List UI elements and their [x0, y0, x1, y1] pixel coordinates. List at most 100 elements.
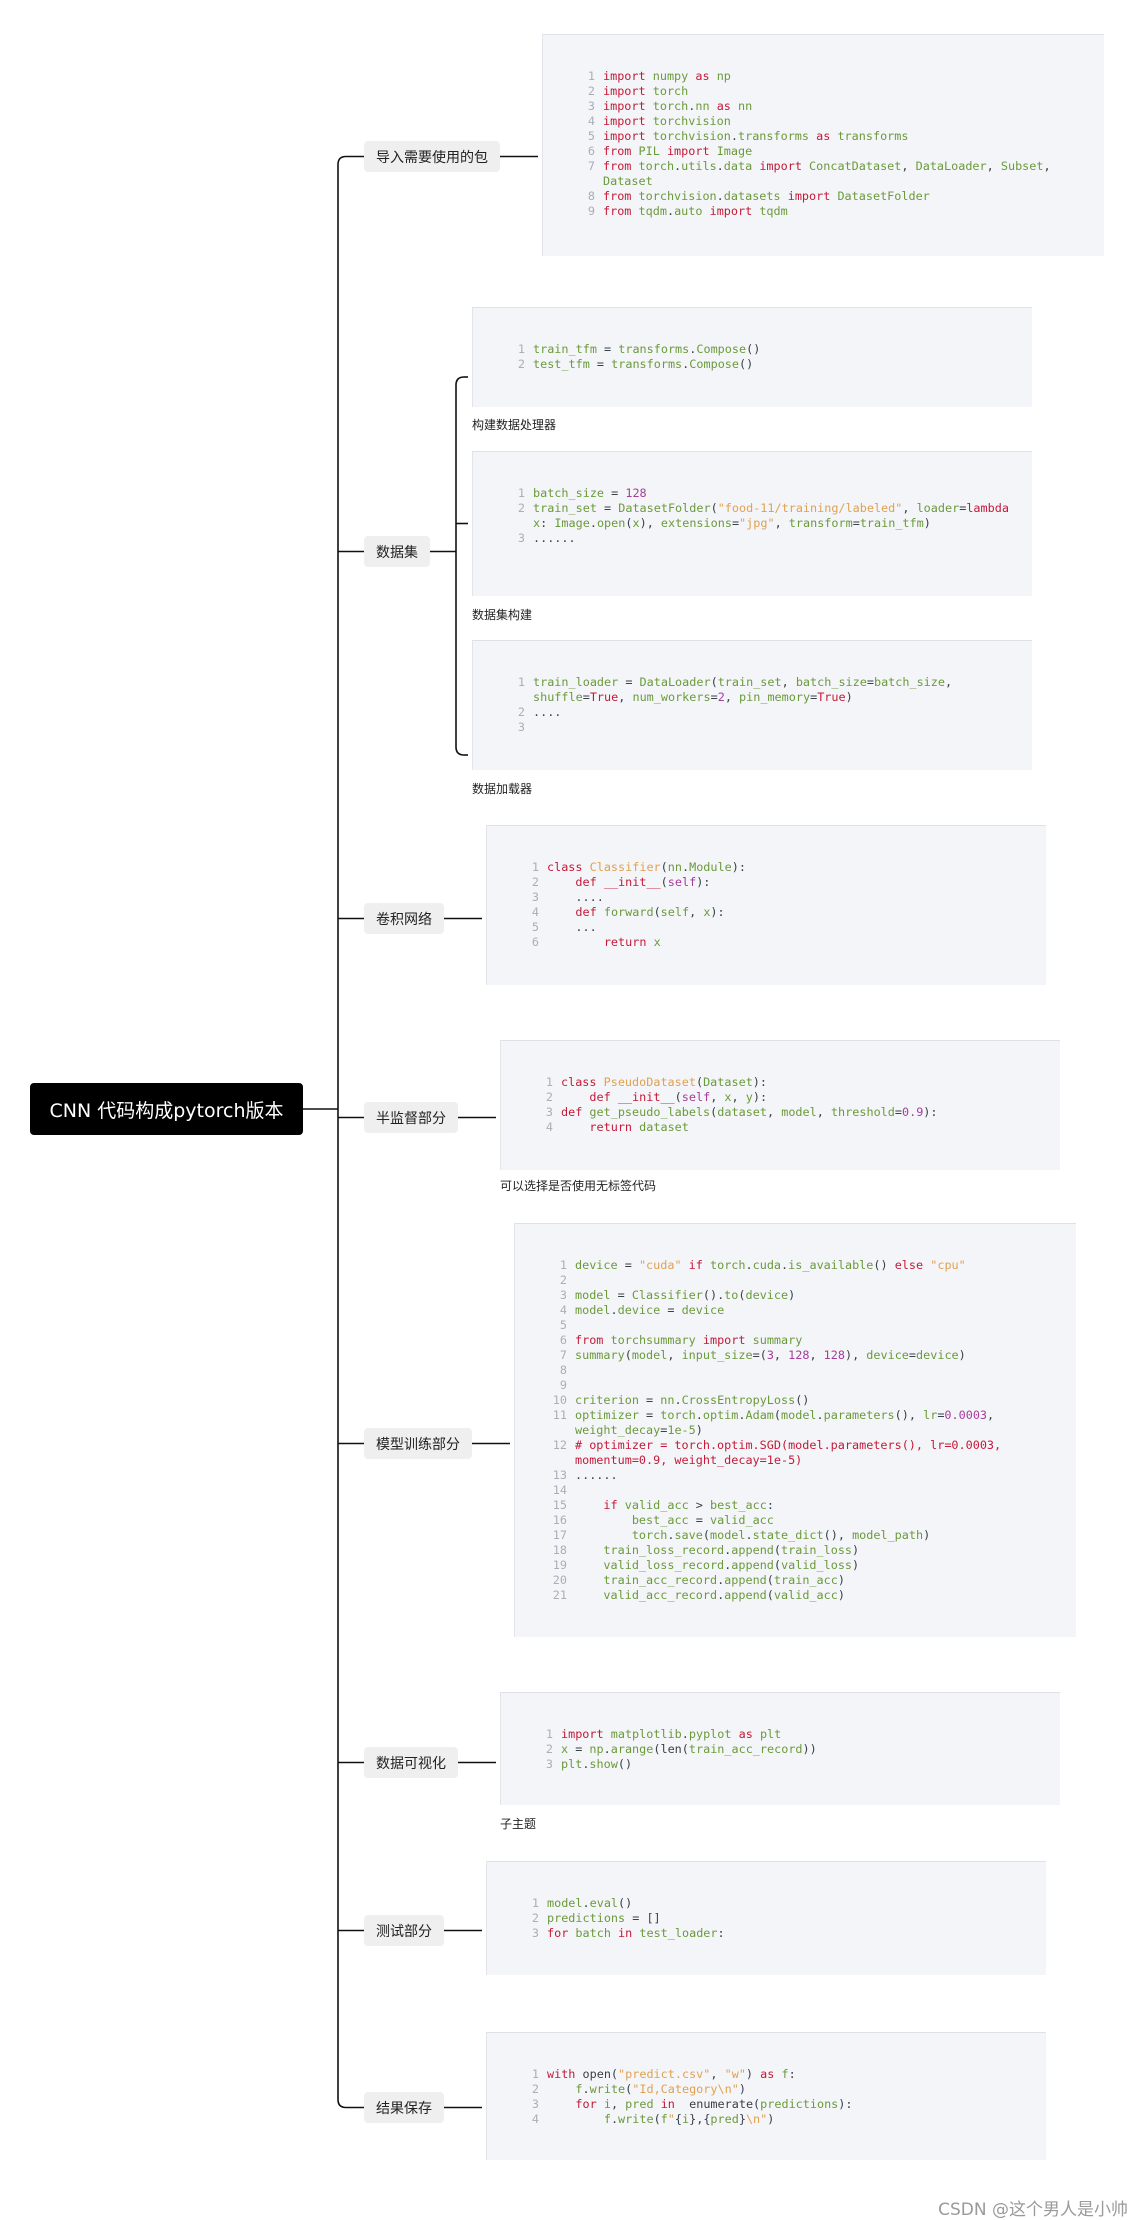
code-token: transform: [788, 516, 853, 530]
code-token: [597, 1075, 604, 1089]
code-line: 2​: [549, 1273, 1062, 1288]
line-text: import matplotlib.pyplot as plt: [561, 1727, 1046, 1742]
code-token: open: [596, 516, 626, 530]
line-text: import torch.nn as nn: [603, 99, 1090, 114]
code-token: x: [533, 516, 541, 530]
code-token: arange: [610, 1742, 654, 1756]
code-token: import: [702, 1333, 746, 1347]
line-number: 1: [531, 860, 539, 874]
code-token: numpy: [652, 69, 689, 83]
code-token: criterion: [575, 1393, 639, 1407]
code-token: (: [624, 1348, 632, 1362]
code-token: :: [717, 1926, 725, 1940]
line-text: if valid_acc > best_acc:: [575, 1498, 1062, 1513]
code-token: parameters: [823, 1408, 895, 1422]
code-token: valid_acc: [773, 1588, 838, 1602]
code-token: ConcatDataset: [809, 159, 902, 173]
code-token: num_workers: [632, 690, 711, 704]
code-token: ,: [986, 159, 1001, 173]
code-token: .: [688, 99, 696, 113]
branch-dataset[interactable]: 数据集: [364, 536, 430, 567]
code-token: ,: [710, 2067, 725, 2081]
code-token: ): [958, 1348, 966, 1362]
branch-imports[interactable]: 导入需要使用的包: [364, 141, 500, 172]
line-text: ​: [575, 1483, 1062, 1498]
line-text: criterion = nn.CrossEntropyLoss(): [575, 1393, 1062, 1408]
code-token: torchvision: [652, 114, 731, 128]
line-number: 4: [545, 1120, 553, 1134]
line-text: from torchsummary import summary: [575, 1333, 1062, 1348]
line-text: f.write("Id,Category\n"): [547, 2082, 1032, 2097]
code-token: enumerate(: [674, 2097, 761, 2111]
line-number: 1: [587, 69, 595, 83]
code-token: (: [660, 860, 668, 874]
caption-build-transforms: 构建数据处理器: [472, 418, 557, 432]
code-token: (: [625, 2082, 633, 2096]
branch-cnn[interactable]: 卷积网络: [364, 903, 444, 934]
code-token: model: [781, 1105, 817, 1119]
code-token: (),: [894, 1408, 924, 1422]
branch-save-results[interactable]: 结果保存: [364, 2092, 444, 2123]
code-token: .: [781, 1258, 789, 1272]
code-token: .: [724, 1543, 732, 1557]
code-token: },{: [689, 2112, 711, 2126]
branch-semi-supervised[interactable]: 半监督部分: [364, 1102, 458, 1133]
code-token: auto: [674, 204, 703, 218]
code-token: .: [666, 204, 675, 218]
code-token: device: [745, 1288, 789, 1302]
caption-optional-unlabeled: 可以选择是否使用无标签代码: [500, 1179, 657, 1193]
root-node[interactable]: CNN 代码构成pytorch版本: [30, 1083, 303, 1135]
code-token: [802, 159, 809, 173]
line-text: import numpy as np: [603, 69, 1090, 84]
line-text: import torchvision: [603, 114, 1090, 129]
code-token: ,: [710, 1090, 725, 1104]
code-token: open(: [575, 2067, 619, 2081]
branch-testing[interactable]: 测试部分: [364, 1915, 444, 1946]
line-text: with open("predict.csv", "w") as f:: [547, 2067, 1032, 2082]
code-token: [646, 99, 653, 113]
code-token: [575, 1558, 603, 1572]
code-token: [547, 935, 604, 949]
code-token: (): [873, 1258, 895, 1272]
code-token: torchvision: [638, 189, 717, 203]
line-text: device = "cuda" if torch.cuda.is_availab…: [575, 1258, 1062, 1273]
code-token: batch: [575, 1926, 611, 1940]
line-text: def forward(self, x):: [547, 905, 1032, 920]
code-token: ):: [710, 905, 725, 919]
code-line: 6 return x: [521, 935, 1032, 950]
line-number: 6: [531, 935, 539, 949]
code-token: forward: [603, 905, 654, 919]
line-text: model.eval(): [547, 1896, 1032, 1911]
code-token: .: [682, 357, 690, 371]
code-token: [604, 1727, 611, 1741]
code-token: [583, 860, 590, 874]
code-token: .: [717, 1588, 725, 1602]
line-text: train_loader = DataLoader(train_set, bat…: [533, 675, 1018, 705]
code-token: =: [617, 1258, 639, 1272]
line-number: 2: [587, 84, 595, 98]
code-token: batch_size: [533, 486, 605, 500]
code-token: import: [709, 204, 753, 218]
code-token: from: [575, 1333, 604, 1347]
code-token: ): [837, 1588, 845, 1602]
line-number: 17: [552, 1528, 567, 1542]
code-token: torch: [631, 1528, 668, 1542]
code-token: f: [781, 2067, 789, 2081]
code-token: torch: [652, 99, 689, 113]
branch-training[interactable]: 模型训练部分: [364, 1428, 472, 1459]
code-token: =: [610, 1288, 632, 1302]
code-token: append: [731, 1543, 774, 1557]
code-token: train_acc: [773, 1573, 838, 1587]
line-number: 7: [587, 159, 595, 173]
code-token: ...: [547, 920, 597, 934]
branch-visualization[interactable]: 数据可视化: [364, 1747, 458, 1778]
